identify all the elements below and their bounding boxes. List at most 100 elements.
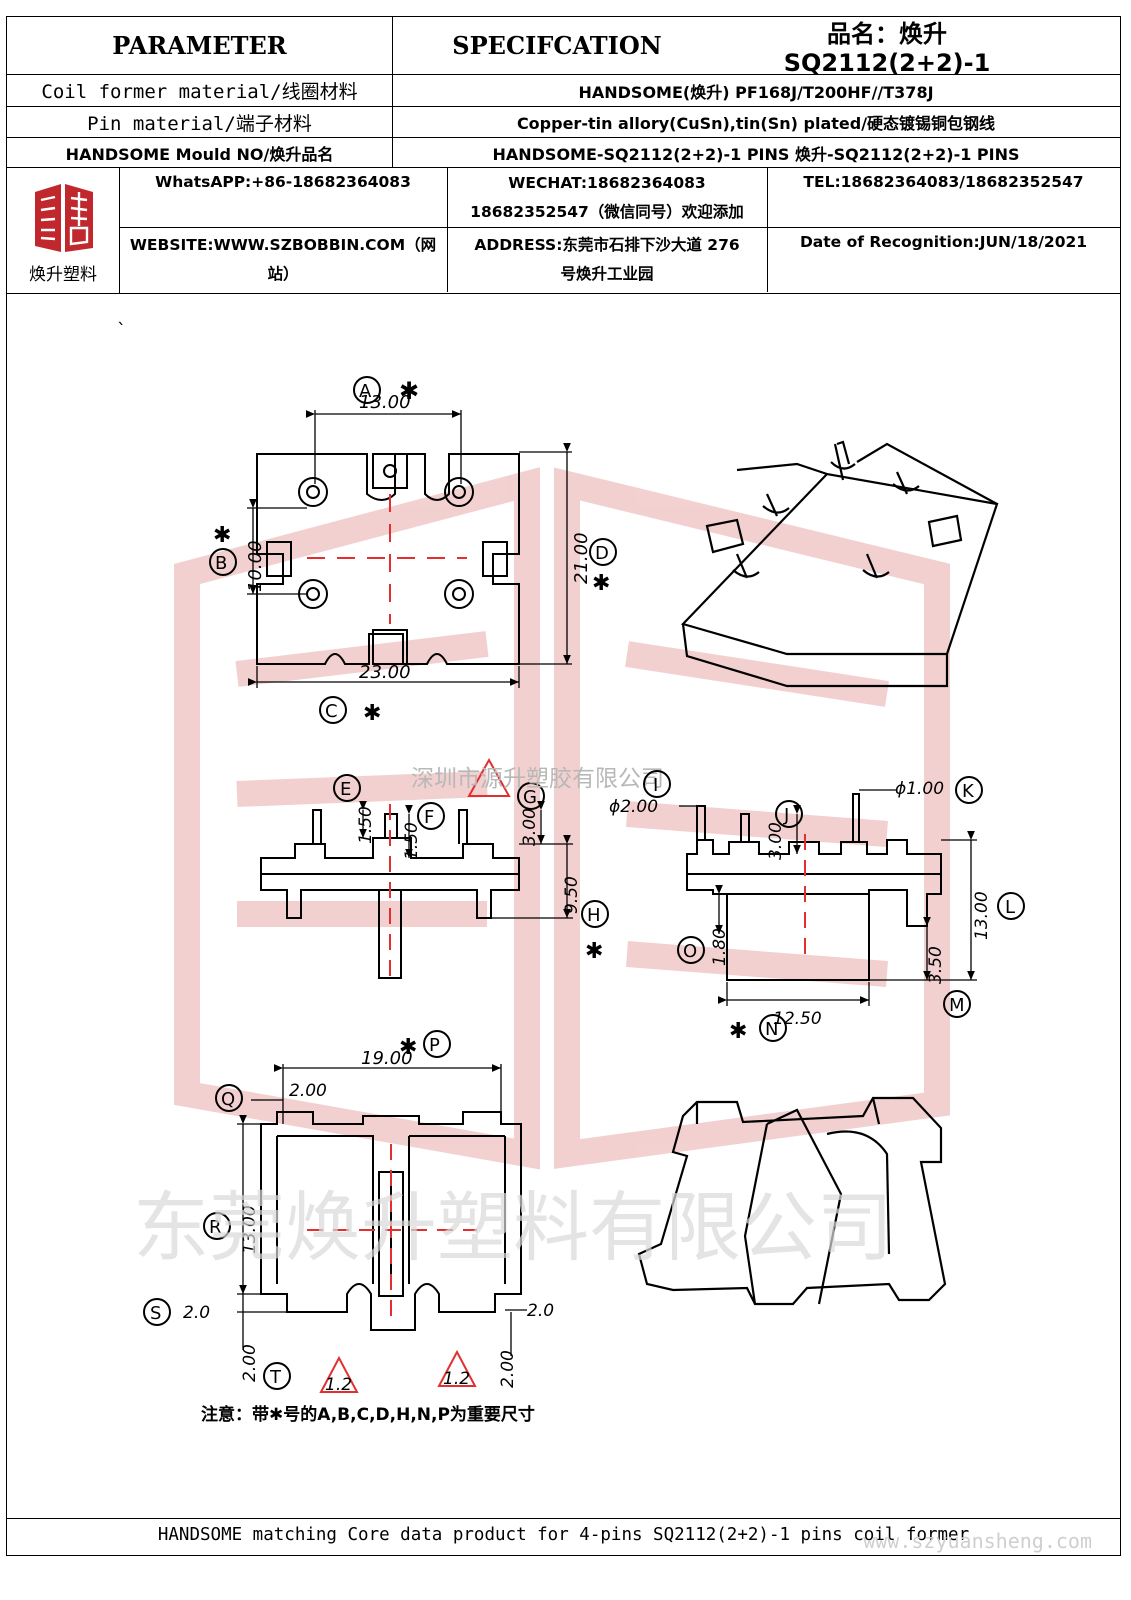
svg-text:J: J [783, 805, 789, 826]
address-line1: ADDRESS:东莞市石排下沙大道 276 [474, 236, 740, 254]
label-R: R [203, 1212, 231, 1240]
dim-19: 19.00 [361, 1048, 413, 1069]
side-view-front [260, 809, 520, 979]
wechat-line1: WECHAT:18682364083 [508, 173, 706, 192]
website-line1: WEBSITE:WWW.SZBOBBIN.COM（网 [129, 236, 437, 254]
label-A: A✱ [353, 376, 419, 405]
iso-view-top [680, 440, 999, 688]
dim-3-50: 3.50 [926, 946, 946, 984]
dim-1-80: 1.80 [710, 928, 730, 966]
company-block: 焕升塑料 WhatsAPP:+86-18682364083 WECHAT:186… [7, 168, 1120, 294]
dim-2-00-right: 2.00 [498, 1350, 518, 1388]
dim-3-00-g: 3.00 [520, 808, 540, 846]
dim-phi2: ϕ2.00 [609, 797, 658, 817]
important-dims-note: 注意：带✱号的A,B,C,D,H,N,P为重要尺寸 [201, 1404, 535, 1425]
label-J: J [775, 800, 803, 828]
wechat-cell: WECHAT:18682364083 18682352547（微信同号）欢迎添加 [447, 168, 767, 227]
recognition-date: Date of Recognition:JUN/18/2021 [799, 233, 1088, 251]
dim-13-l: 13.00 [972, 891, 992, 940]
dim-1-50-f: 1.50 [402, 822, 422, 860]
label-F: F [417, 802, 445, 830]
dim-12-50: 12.50 [773, 1009, 822, 1029]
svg-text:✱: ✱ [585, 939, 603, 964]
label-M: M [943, 990, 971, 1018]
address-line2: 号焕升工业园 [560, 265, 654, 283]
svg-text:✱: ✱ [363, 701, 381, 726]
coil-material-label: Coil former material/线圈材料 [41, 81, 358, 103]
website-cell: WEBSITE:WWW.SZBOBBIN.COM（网 站） [119, 228, 447, 292]
logo-caption: 焕升塑料 [29, 265, 97, 285]
svg-text:B: B [215, 553, 227, 574]
label-S: S [143, 1298, 171, 1326]
mould-no-value: HANDSOME-SQ2112(2+2)-1 PINS 焕升-SQ2112(2+… [492, 144, 1020, 164]
footer-bar: HANDSOME matching Core data product for … [7, 1518, 1120, 1555]
svg-text:D: D [595, 543, 609, 564]
dim-2-00-q: 2.00 [289, 1081, 327, 1101]
svg-text:N: N [765, 1019, 778, 1040]
spec-sheet: PARAMETER SPECIFCATION 品名：焕升 SQ2112(2+2)… [6, 16, 1121, 1556]
warning-triangle-right: 1.2 [437, 1349, 477, 1389]
drawing-canvas: ` [117, 320, 1025, 1425]
wechat-line2: 18682352547（微信同号）欢迎添加 [470, 202, 744, 221]
svg-text:E: E [340, 779, 351, 800]
svg-text:L: L [1005, 897, 1015, 918]
label-G: G [517, 782, 545, 810]
svg-text:O: O [683, 941, 697, 962]
pin-material-label: Pin material/端子材料 [87, 112, 312, 135]
label-N: N✱ [729, 1014, 787, 1044]
header-row: PARAMETER SPECIFCATION 品名：焕升 SQ2112(2+2)… [7, 17, 1120, 77]
coil-material-value: HANDSOME(焕升) PF168J/T200HF//T378J [578, 82, 934, 102]
whatsapp-text: WhatsAPP:+86-18682364083 [155, 173, 411, 191]
pin-material-value: Copper-tin allory(CuSn),tin(Sn) plated/硬… [516, 114, 996, 133]
dim-21: 21.00 [571, 532, 592, 584]
svg-text:✱: ✱ [729, 1019, 747, 1044]
svg-text:✱: ✱ [399, 1035, 417, 1060]
mould-no-label: HANDSOME Mould NO/焕升品名 [65, 144, 334, 164]
watermark-bottom: 东莞焕升塑料有限公司 [133, 1183, 893, 1272]
dim-3-00-j: 3.00 [766, 822, 786, 860]
label-K: K [955, 776, 983, 804]
svg-text:H: H [587, 905, 601, 926]
dim-2-0-right: 2.0 [527, 1301, 554, 1321]
label-O: O [677, 936, 705, 964]
svg-text:C: C [325, 701, 338, 722]
label-L: L [997, 892, 1025, 920]
svg-text:A: A [359, 381, 372, 402]
tel-text: TEL:18682364083/18682352547 [803, 173, 1084, 191]
technical-drawing: ` [7, 294, 1120, 1518]
top-view-centerlines [307, 494, 467, 624]
handsome-logo-icon [35, 184, 93, 252]
svg-text:T: T [269, 1367, 282, 1388]
dim-phi1: ϕ1.00 [895, 779, 944, 799]
svg-text:K: K [962, 781, 975, 802]
dim-23: 23.00 [359, 662, 411, 683]
svg-text:✱: ✱ [399, 377, 419, 405]
svg-text:P: P [429, 1035, 440, 1056]
label-D: D✱ [589, 538, 617, 596]
svg-text:✱: ✱ [592, 571, 610, 596]
parameter-header: PARAMETER [112, 31, 287, 60]
iso-view-bottom [637, 1096, 947, 1306]
watermark-top: 深圳市源升塑胶有限公司 [411, 766, 664, 792]
label-B: B✱ [209, 523, 237, 576]
spec-row-mould-no: HANDSOME Mould NO/焕升品名 HANDSOME-SQ2112(2… [7, 138, 1120, 168]
label-C: C✱ [319, 696, 381, 726]
dim-13-top: 13.00 [359, 392, 411, 413]
svg-text:1.2: 1.2 [325, 1375, 352, 1395]
dim-13-r: 13.00 [240, 1205, 260, 1254]
svg-text:Q: Q [221, 1089, 235, 1110]
product-name: 品名：焕升 SQ2112(2+2)-1 [783, 20, 991, 77]
logo-cell: 焕升塑料 [7, 168, 119, 293]
stray-mark: ` [117, 320, 126, 341]
specification-header: SPECIFCATION [452, 31, 662, 60]
spec-row-pin-material: Pin material/端子材料 Copper-tin allory(CuSn… [7, 107, 1120, 138]
svg-text:R: R [209, 1217, 222, 1238]
footer-watermark-url: www.szyuansheng.com [863, 1529, 1092, 1553]
dim-10: 10.00 [245, 540, 266, 592]
svg-text:I: I [653, 775, 658, 796]
svg-text:G: G [523, 787, 537, 808]
svg-text:1.2: 1.2 [443, 1369, 470, 1389]
dim-2-0-s: 2.0 [183, 1303, 210, 1323]
website-line2: 站） [267, 265, 299, 283]
svg-text:✱: ✱ [213, 523, 231, 548]
